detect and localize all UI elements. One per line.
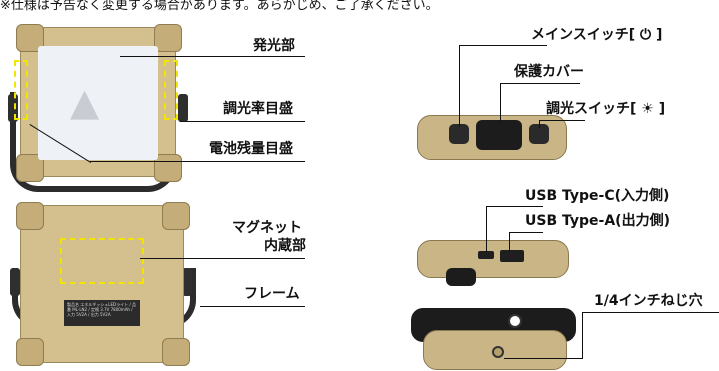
leader-cover-v bbox=[500, 83, 501, 123]
leader-frame bbox=[200, 306, 305, 307]
leader-light bbox=[120, 56, 305, 57]
leader-tripod-top bbox=[582, 312, 719, 313]
protective-cover bbox=[476, 120, 522, 150]
label-cover: 保護カバー bbox=[514, 64, 584, 80]
label-light-unit: 発光部 bbox=[253, 38, 295, 54]
leader-tripod-h bbox=[504, 358, 583, 359]
nameplate: 製品名 エネルギッシュLEDライト / 品番 ML-LN2 / 定格 3.7V … bbox=[64, 300, 140, 326]
leader-main-h bbox=[459, 45, 547, 46]
label-usb-a: USB Type-A(出力側) bbox=[525, 213, 670, 229]
main-switch-button bbox=[449, 124, 469, 144]
leader-usbc-v bbox=[486, 206, 487, 252]
back-housing bbox=[20, 205, 184, 363]
back-frame-knob-left bbox=[10, 268, 20, 296]
port-view-body bbox=[417, 240, 569, 278]
dimming-gauge-marker bbox=[14, 60, 28, 120]
leader-cover-h bbox=[500, 83, 580, 84]
front-corner-br bbox=[154, 154, 182, 182]
leader-dimmer-v bbox=[539, 120, 540, 128]
usb-a-port bbox=[500, 250, 524, 262]
label-dimming-gauge: 調光率目盛 bbox=[223, 101, 293, 117]
leader-dimming bbox=[180, 121, 305, 122]
leader-battery-h bbox=[90, 161, 305, 162]
leader-tripod-v bbox=[582, 312, 583, 358]
frame-screw-hole-icon bbox=[508, 314, 522, 328]
brand-logo-icon: ▲ bbox=[70, 80, 100, 124]
spec-notice: ※仕様は予告なく変更する場合があります。あらかじめ、ご了承ください。 bbox=[0, 0, 439, 13]
dimmer-switch-button bbox=[529, 124, 549, 144]
label-dimmer-switch: 調光スイッチ[ ☀ ] bbox=[546, 101, 666, 117]
magnet-area-marker bbox=[60, 238, 144, 284]
back-corner-tr bbox=[162, 202, 190, 230]
label-magnet-1: マグネット bbox=[232, 220, 302, 236]
back-corner-tl bbox=[16, 202, 44, 230]
label-battery-gauge: 電池残量目盛 bbox=[209, 141, 293, 157]
leader-usba-v bbox=[509, 232, 510, 252]
back-corner-br bbox=[162, 338, 190, 366]
usb-c-port bbox=[478, 251, 494, 259]
leader-magnet bbox=[140, 258, 305, 259]
label-tripod-hole: 1/4インチねじ穴 bbox=[594, 293, 703, 309]
label-main-switch: メインスイッチ[ ⏻ ] bbox=[531, 27, 663, 43]
back-frame-knob-right bbox=[182, 268, 192, 296]
front-frame-knob-left bbox=[8, 94, 18, 122]
port-cover-flap bbox=[446, 268, 476, 286]
label-magnet-2: 内蔵部 bbox=[264, 238, 306, 254]
front-corner-tr bbox=[154, 24, 182, 52]
leader-main-v bbox=[459, 45, 460, 127]
tripod-hole-icon bbox=[492, 346, 504, 358]
leader-usba-h bbox=[509, 232, 543, 233]
label-usb-c: USB Type-C(入力側) bbox=[525, 188, 670, 204]
front-frame-knob-right bbox=[178, 94, 188, 122]
leader-dimmer-h bbox=[539, 120, 585, 121]
label-frame: フレーム bbox=[244, 286, 300, 302]
back-corner-bl bbox=[16, 338, 44, 366]
battery-gauge-marker bbox=[164, 60, 178, 120]
leader-usbc-h bbox=[486, 206, 543, 207]
